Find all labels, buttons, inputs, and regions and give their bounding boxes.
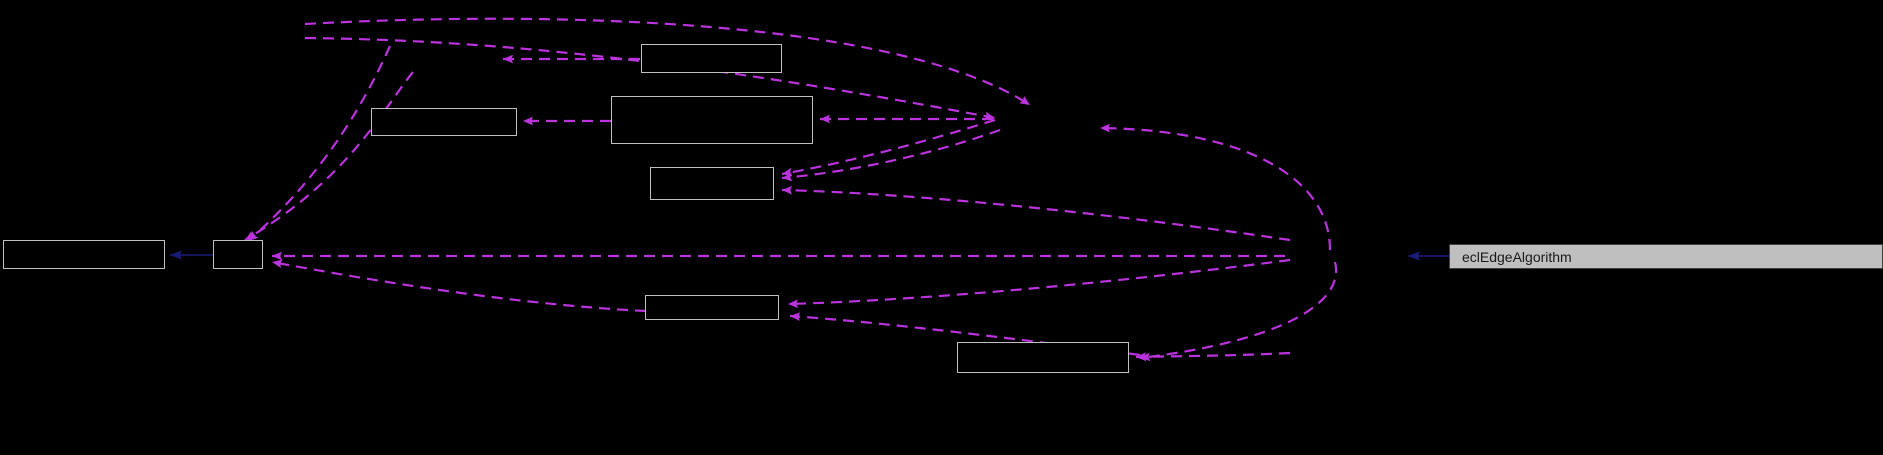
graph-node-4[interactable] bbox=[641, 44, 782, 73]
edge-eclEdge-node7 bbox=[787, 258, 1291, 309]
graph-node-1[interactable] bbox=[3, 240, 165, 269]
edge-eclEdge-node5 bbox=[1099, 123, 1332, 251]
graph-node-3[interactable] bbox=[371, 108, 517, 136]
edge-node8-node7 bbox=[789, 312, 1141, 357]
graph-node-7[interactable] bbox=[645, 295, 779, 320]
edge-eclEdge-node8 bbox=[1139, 261, 1338, 362]
edge-node4-node2 bbox=[247, 45, 392, 242]
graph-node-5[interactable] bbox=[611, 96, 813, 144]
edge-node7-node2 bbox=[271, 259, 647, 313]
edge-node5-bottomright bbox=[781, 118, 996, 177]
edge-node6-right-2 bbox=[781, 185, 1291, 242]
graph-node-2[interactable] bbox=[213, 240, 263, 269]
graph-node-6[interactable] bbox=[650, 167, 774, 200]
edge-node3-node2 bbox=[244, 71, 414, 241]
graph-node-ecledgealgorithm-label: eclEdgeAlgorithm bbox=[1462, 248, 1572, 265]
edge-node6-right bbox=[781, 128, 1001, 182]
edge-topcurve-a bbox=[304, 17, 1031, 106]
edge-node8-right bbox=[1135, 351, 1291, 362]
edge-topcurve-b bbox=[304, 36, 996, 121]
graph-node-8[interactable] bbox=[957, 342, 1129, 373]
graph-node-ecledgealgorithm[interactable]: eclEdgeAlgorithm bbox=[1449, 244, 1883, 269]
